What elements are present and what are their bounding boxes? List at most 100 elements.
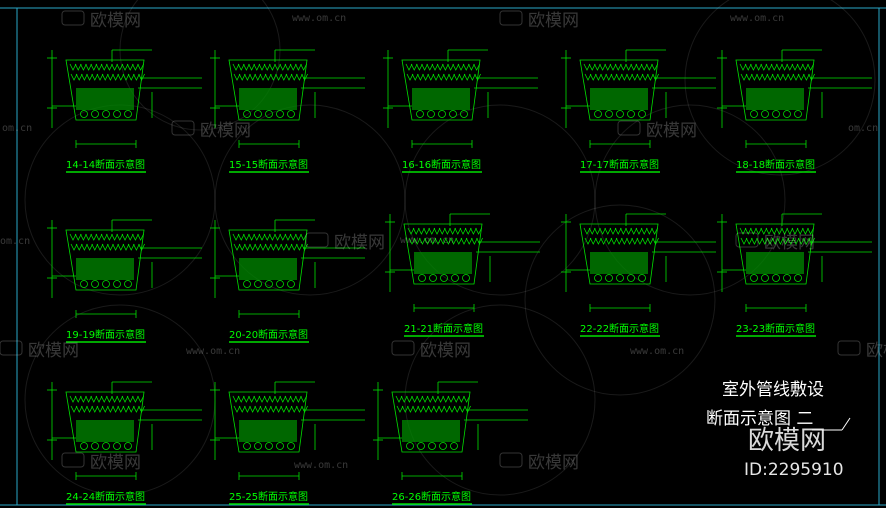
hatch-mark (459, 227, 467, 235)
hatch-mark (770, 63, 778, 71)
pipe (451, 274, 459, 282)
section-detail: 21-21断面示意图 (385, 213, 540, 337)
hatch-mark (395, 395, 403, 403)
hatch-mark (280, 243, 288, 251)
pipe (80, 110, 88, 118)
hatch-mark (411, 73, 419, 81)
hatch-mark (443, 405, 451, 413)
section-detail: 17-17断面示意图 (561, 49, 716, 173)
hatch-mark (636, 237, 644, 245)
hatch-mark (609, 227, 617, 235)
pipe (113, 110, 121, 118)
backfill-layer (76, 88, 134, 110)
hatch-mark (651, 63, 658, 71)
backfill-layer (746, 88, 804, 110)
hatch-mark (453, 405, 461, 413)
hatch-mark (426, 63, 434, 71)
hatch-mark (751, 73, 758, 81)
hatch-mark (797, 237, 805, 245)
hatch-mark (599, 63, 606, 71)
hatch-mark (95, 63, 103, 71)
section-label: 21-21断面示意图 (404, 322, 483, 335)
section-label: 19-19断面示意图 (66, 328, 145, 341)
hatch-mark (296, 243, 303, 251)
hatch-mark (464, 405, 471, 413)
hatch-mark (132, 63, 139, 71)
hatch-mark (279, 63, 287, 71)
hatch-mark (803, 73, 810, 81)
hatch-mark (610, 73, 618, 81)
hatch-mark (116, 63, 124, 71)
hatch-mark (635, 63, 643, 71)
section-detail: 16-16断面示意图 (383, 49, 538, 173)
hatch-mark (117, 243, 125, 251)
backfill-layer (239, 258, 297, 280)
backfill-layer (239, 88, 297, 110)
hatch-mark (80, 395, 87, 403)
soil-hatch (583, 63, 659, 81)
hatch-mark (433, 405, 440, 413)
pipe (276, 442, 284, 450)
hatch-mark (122, 405, 130, 413)
hatch-mark (745, 237, 753, 245)
hatch-mark (126, 395, 134, 403)
hatch-mark (791, 63, 799, 71)
hatch-mark (280, 73, 288, 81)
watermark-brand: 欧模网 (334, 233, 385, 253)
hatch-mark (405, 63, 413, 71)
pipe (594, 274, 602, 282)
hatch-mark (274, 63, 281, 71)
hatch-mark (133, 73, 140, 81)
hatch-mark (771, 237, 779, 245)
pipe-group (80, 110, 132, 118)
hatch-mark (630, 63, 638, 71)
soil-hatch (232, 233, 308, 251)
pipe (439, 442, 447, 450)
section-label: 26-26断面示意图 (392, 490, 471, 503)
hatch-mark (437, 73, 445, 81)
hatch-mark (782, 237, 789, 245)
watermark-layer: 欧模网欧模网欧模网欧模网欧模网欧模网欧模网欧模网欧模网欧模网欧模网www.om.… (0, 10, 886, 473)
hatch-mark (101, 243, 109, 251)
pipe-group (80, 280, 132, 288)
hatch-mark (270, 243, 277, 251)
hatch-mark (269, 233, 276, 241)
watermark-brand: 欧模网 (90, 11, 141, 31)
pipe (449, 110, 457, 118)
hatch-mark (107, 73, 114, 81)
hatch-mark (433, 227, 441, 235)
hatch-mark (426, 395, 434, 403)
pipe (605, 274, 613, 282)
hatch-mark (600, 237, 607, 245)
hatch-mark (237, 233, 245, 241)
hatch-mark (588, 227, 596, 235)
watermark-url: www.om.cn (186, 346, 240, 357)
pipe (265, 280, 273, 288)
hatch-mark (745, 73, 753, 81)
watermark-brand: 欧模网 (528, 453, 579, 473)
hatch-mark (295, 233, 302, 241)
hatch-mark (400, 395, 408, 403)
hatch-mark (760, 63, 768, 71)
section-label: 16-16断面示意图 (402, 158, 481, 171)
hatch-mark (605, 73, 613, 81)
hatch-mark (406, 73, 414, 81)
hatch-mark (421, 395, 429, 403)
hatch-mark (86, 243, 93, 251)
pipe-group (406, 442, 458, 450)
pipe (276, 280, 284, 288)
pipe (427, 110, 435, 118)
hatch-mark (280, 405, 288, 413)
trench-outline (228, 229, 308, 291)
hatch-mark (787, 237, 795, 245)
pipe (91, 280, 99, 288)
hatch-mark (432, 73, 440, 81)
pipe (750, 274, 758, 282)
pipe (605, 110, 613, 118)
watermark-logo-icon (0, 340, 23, 356)
section-detail: 25-25断面示意图 (210, 381, 365, 505)
pipe (794, 274, 802, 282)
hatch-mark (249, 243, 256, 251)
hatch-mark (438, 227, 446, 235)
hatch-mark (471, 237, 478, 245)
